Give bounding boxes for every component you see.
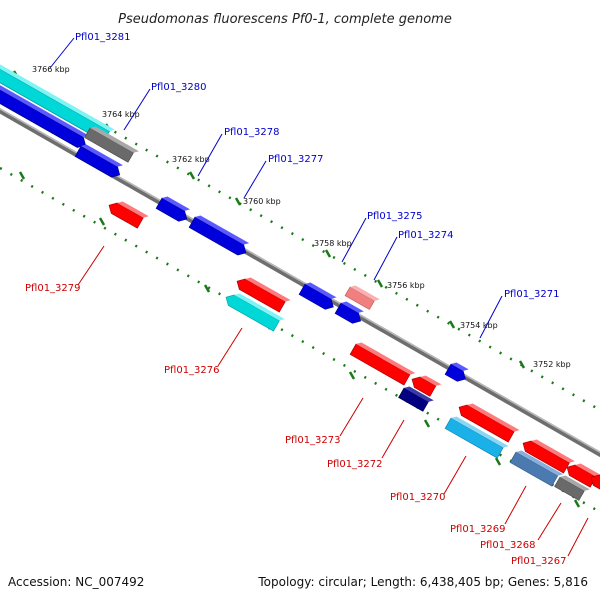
tick-mark [494, 457, 502, 466]
gene-label[interactable]: Pfl01_3273 [285, 435, 341, 446]
tick-label: 3766 kbp [32, 65, 70, 74]
gene-label[interactable]: Pfl01_3274 [398, 230, 454, 241]
gene-label[interactable]: Pfl01_3272 [327, 459, 383, 470]
gene-Pfl01_3279[interactable] [106, 197, 149, 231]
tick-mark [376, 279, 384, 288]
tick-label: 3756 kbp [387, 281, 425, 290]
gene-Pfl01_3268[interactable] [554, 474, 590, 503]
reverse-track-dots [0, 166, 600, 514]
tick-mark [203, 284, 211, 293]
gene-Pfl01_3271[interactable] [444, 361, 470, 385]
tick-mark [518, 360, 526, 369]
scale-ticks: 3766 kbp 3764 kbp 3762 kbp 3760 kbp 3758… [12, 65, 581, 508]
gene-blue-3758b[interactable] [334, 300, 366, 327]
gene-features [0, 45, 600, 503]
gene-red-3269[interactable] [520, 435, 575, 476]
gene-red-3268[interactable] [564, 459, 600, 490]
tick-mark [18, 171, 26, 180]
gene-blue-3760[interactable] [188, 214, 251, 259]
gene-blue-3762[interactable] [155, 195, 192, 225]
gene-label[interactable]: Pfl01_3279 [25, 283, 81, 294]
gene-label[interactable]: Pfl01_3269 [450, 524, 506, 535]
gene-label[interactable]: Pfl01_3278 [224, 127, 280, 138]
tick-mark [448, 320, 456, 329]
tick-label: 3752 kbp [533, 360, 571, 369]
gene-label[interactable]: Pfl01_3267 [511, 556, 567, 567]
gene-Pfl01_3269[interactable] [509, 449, 564, 489]
gene-grey-3764[interactable] [84, 125, 139, 165]
tick-mark [423, 419, 431, 428]
tick-mark [98, 217, 106, 226]
gene-Pfl01_3272[interactable] [398, 385, 434, 414]
gene-label[interactable]: Pfl01_3281 [75, 32, 131, 43]
tick-label: 3754 kbp [460, 321, 498, 330]
gene-Pfl01_3267[interactable] [588, 472, 600, 498]
tick-mark [573, 499, 581, 508]
map-title: Pseudomonas fluorescens Pf0-1, complete … [118, 12, 452, 27]
tick-label: 3758 kbp [314, 239, 352, 248]
gene-label[interactable]: Pfl01_3276 [164, 365, 220, 376]
accession-text: Accession: NC_007492 [8, 575, 144, 589]
tick-label: 3764 kbp [102, 110, 140, 119]
gene-red-small[interactable] [409, 371, 442, 399]
gene-Pfl01_3274[interactable] [344, 284, 380, 312]
gene-Pfl01_3273[interactable] [349, 341, 416, 388]
reverse-gene-labels: Pfl01_3279 Pfl01_3276 Pfl01_3273 Pfl01_3… [25, 245, 589, 567]
forward-gene-labels: Pfl01_3281 Pfl01_3280 Pfl01_3278 Pfl01_3… [49, 32, 560, 339]
gene-Pfl01_3270[interactable] [444, 415, 509, 461]
gene-label[interactable]: Pfl01_3280 [151, 82, 207, 93]
gene-label[interactable]: Pfl01_3275 [367, 211, 423, 222]
gene-Pfl01_3276[interactable] [223, 289, 285, 334]
gene-label[interactable]: Pfl01_3270 [390, 492, 446, 503]
gene-label[interactable]: Pfl01_3271 [504, 289, 560, 300]
tick-label: 3760 kbp [243, 197, 281, 206]
tick-mark [234, 197, 242, 206]
gene-red-3276[interactable] [234, 273, 291, 315]
gene-red-3270[interactable] [456, 399, 520, 445]
forward-track-dots [0, 64, 600, 412]
tick-mark [348, 371, 356, 380]
gene-blue-3764[interactable] [74, 143, 125, 181]
tick-mark [324, 249, 332, 258]
gene-blue-3758a[interactable] [298, 281, 338, 313]
gene-label[interactable]: Pfl01_3277 [268, 154, 324, 165]
tick-label: 3762 kbp [172, 155, 210, 164]
genome-summary-text: Topology: circular; Length: 6,438,405 bp… [257, 575, 588, 589]
tick-mark [188, 171, 196, 180]
gene-label[interactable]: Pfl01_3268 [480, 540, 536, 551]
